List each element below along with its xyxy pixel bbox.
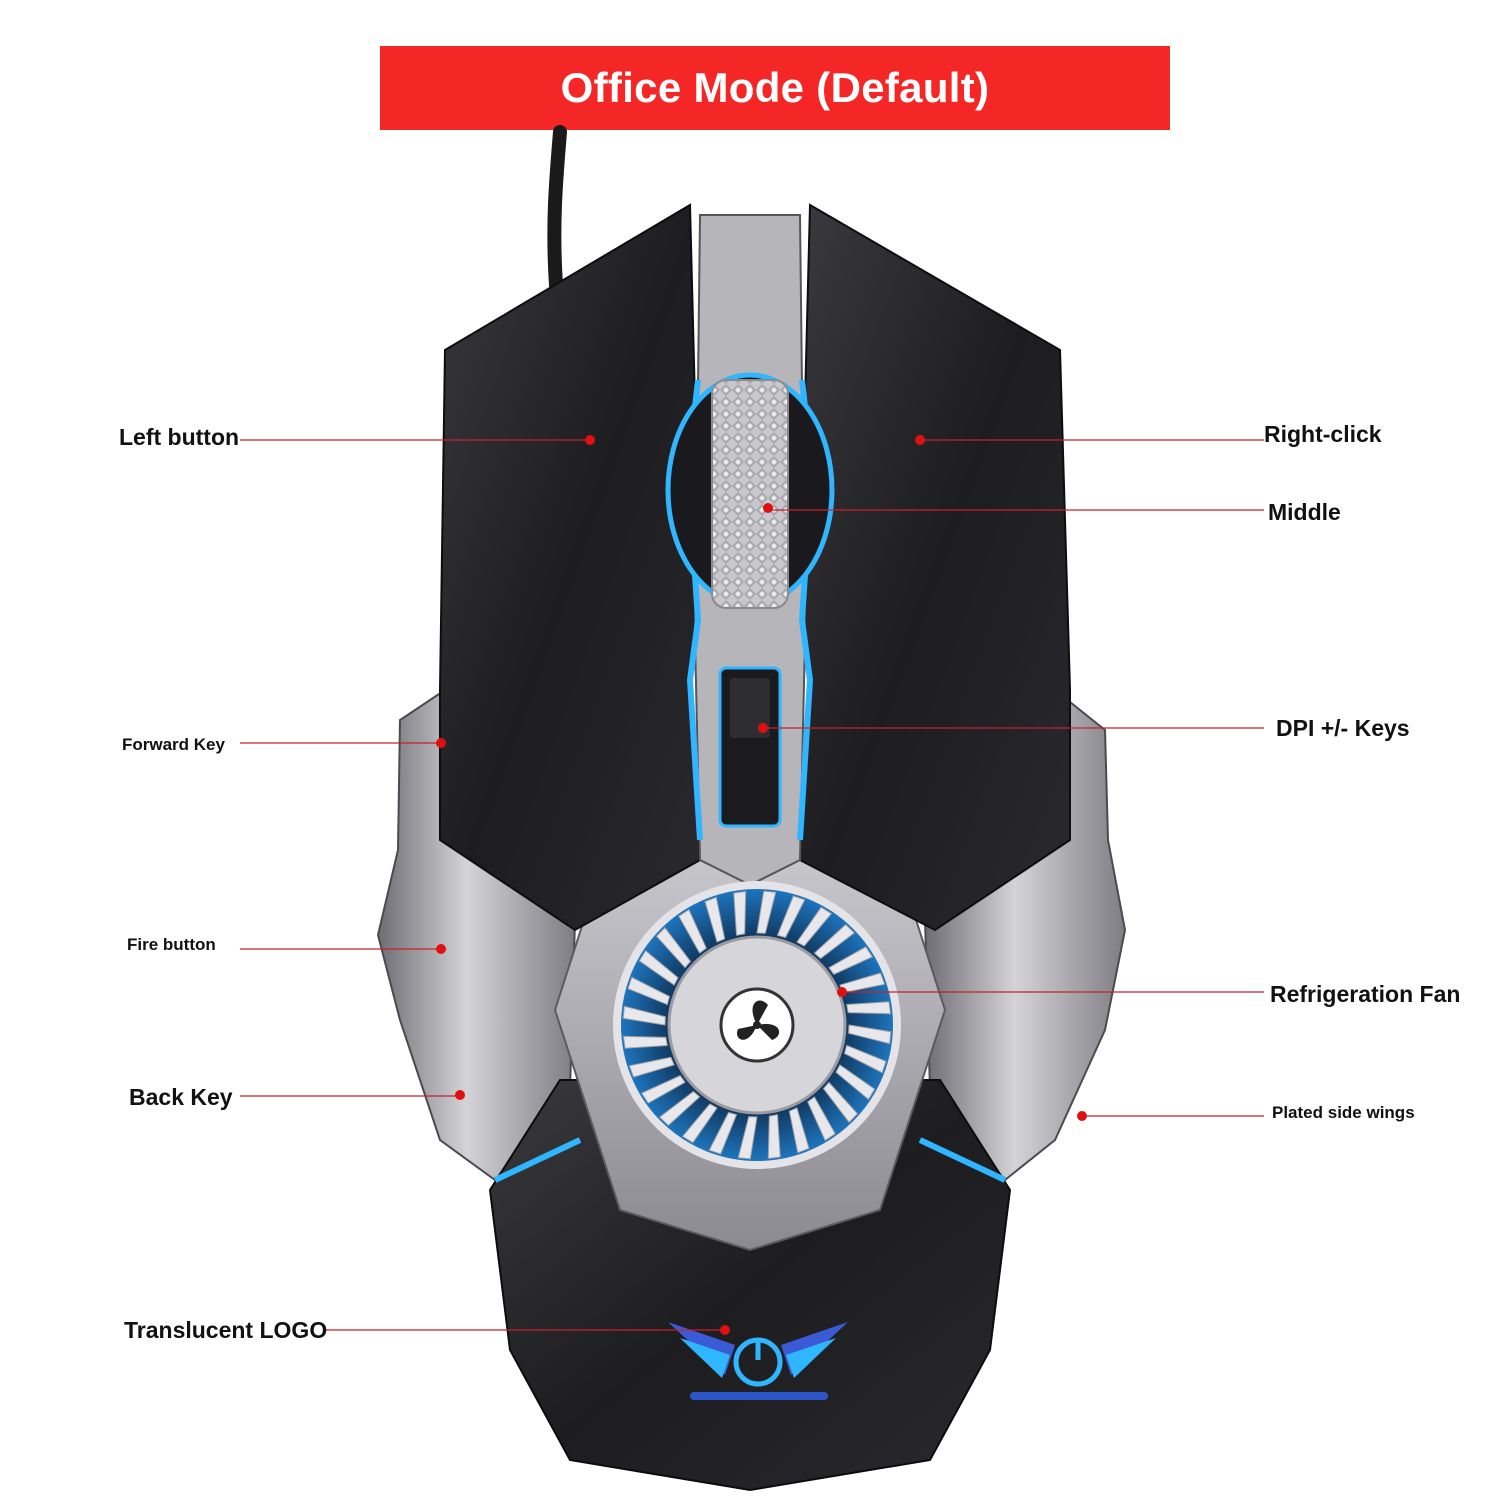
callout-dot-refrigeration-fan — [837, 987, 847, 997]
fan-blades — [622, 890, 892, 1160]
callout-dot-dpi-keys — [758, 723, 768, 733]
callout-dot-translucent-logo — [720, 1325, 730, 1335]
mouse-cable — [547, 125, 567, 292]
fan-blade — [681, 1103, 718, 1144]
callout-dot-middle — [763, 503, 773, 513]
left-button-shell — [439, 203, 702, 932]
fan-blade — [627, 976, 671, 1006]
fan-blade — [807, 1096, 836, 1142]
fan-blade — [788, 1107, 810, 1154]
fan-blade — [813, 923, 856, 960]
power-wings-logo-icon — [668, 1322, 848, 1400]
fan-blade — [733, 890, 747, 936]
fan-blade — [756, 890, 777, 934]
label-middle: Middle — [1268, 499, 1341, 525]
callout-dot-right-click — [915, 435, 925, 445]
fan-icon-blades — [737, 1000, 780, 1040]
fan-blade — [622, 1035, 668, 1049]
callout-dot-back-key — [455, 1090, 465, 1100]
label-translucent-logo: Translucent LOGO — [124, 1317, 328, 1343]
label-refrigeration-fan: Refrigeration Fan — [1270, 981, 1461, 1007]
rear-glow-left — [493, 1137, 582, 1183]
callout-dot-plated-side-wings — [1077, 1111, 1087, 1121]
label-left-button: Left button — [119, 424, 240, 450]
right-button-shell — [798, 203, 1071, 932]
fan-blade — [767, 1114, 781, 1160]
rear-glow-right — [918, 1137, 1007, 1183]
label-back-key: Back Key — [129, 1084, 233, 1110]
dpi-button-inner — [730, 678, 770, 738]
callout-lines — [240, 439, 1264, 1331]
fan-blade — [708, 1111, 738, 1155]
fan-blade — [622, 1005, 666, 1026]
fan-blade — [638, 949, 679, 986]
fan-blade — [628, 1056, 675, 1078]
callout-dots — [436, 435, 1087, 1335]
fan-blade — [828, 946, 874, 975]
fan-blade — [678, 908, 707, 954]
fan-blade — [655, 926, 692, 969]
fan-blade — [737, 1116, 758, 1160]
fan-blade — [846, 1001, 892, 1015]
label-fire-button: Fire button — [127, 935, 216, 954]
fan-blade — [848, 1024, 892, 1045]
label-forward-key: Forward Key — [122, 735, 225, 754]
label-dpi-keys: DPI +/- Keys — [1276, 715, 1410, 741]
fan-blade — [658, 1090, 701, 1127]
fan-blade — [776, 895, 806, 939]
callout-dot-forward-key — [436, 738, 446, 748]
fan-blade — [843, 1044, 887, 1074]
title-banner: Office Mode (Default) — [380, 46, 1170, 130]
label-plated-side-wings: Plated side wings — [1272, 1103, 1415, 1122]
fan-blade — [796, 906, 833, 947]
fan-blade — [822, 1081, 859, 1124]
banner-title: Office Mode (Default) — [560, 64, 990, 111]
callout-dot-fire-button — [436, 944, 446, 954]
fan-blade — [835, 1064, 876, 1101]
scroll-wheel — [711, 379, 789, 609]
callout-dot-left-button — [585, 435, 595, 445]
fan-blade — [704, 896, 726, 943]
fan-blade — [640, 1075, 686, 1104]
label-right-click: Right-click — [1264, 421, 1382, 447]
